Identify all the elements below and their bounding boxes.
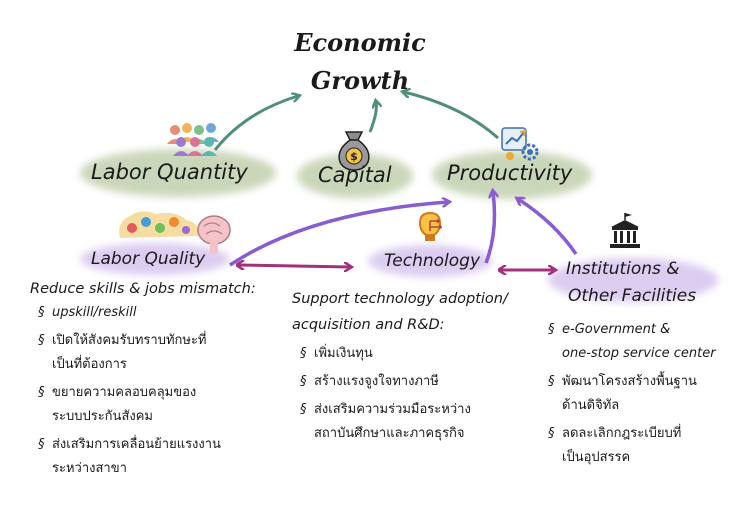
people-group-icon <box>167 123 219 156</box>
labor-quality-policy-box: Reduce skills & jobs mismatch: § upskill/… <box>30 281 280 485</box>
technology-item-line1: สร้างแรงจูงใจทางภาษี <box>314 374 439 389</box>
arrow-labor-quality-to-productivity <box>229 202 448 267</box>
arrow-productivity-to-growth <box>404 92 499 140</box>
capital-wash <box>297 154 413 198</box>
institutions-item-line1: พัฒนาโครงสร้างพื้นฐาน <box>562 374 697 389</box>
arrow-labor-quality-technology <box>238 265 350 267</box>
money-bag-icon: $ <box>338 131 370 171</box>
bullet-icon: § <box>548 322 555 337</box>
arrow-capital-to-growth <box>368 102 376 133</box>
economic-growth-title: Economic Growth <box>285 24 435 100</box>
title-line2: Growth <box>310 66 410 95</box>
labor-quality-list: § upskill/reskill § เปิดให้สังคมรับทราบทักษ… <box>30 301 280 481</box>
productivity-wash <box>432 151 592 199</box>
arrow-labor-quantity-to-growth <box>213 96 298 151</box>
technology-policy-box: Support technology adoption/ acquisition… <box>292 286 552 450</box>
labor-quality-item: § เปิดให้สังคมรับทราบทักษะที่เป็นที่ต้องก… <box>38 329 280 377</box>
institutions-label-line2: Other Facilities <box>568 286 697 306</box>
bullet-icon: § <box>300 402 307 417</box>
labor-quantity-wash <box>80 149 276 197</box>
labor-quality-item-line1: เปิดให้สังคมรับทราบทักษะที่ <box>52 333 207 348</box>
labor-quality-wash <box>80 243 230 275</box>
technology-label: Technology <box>384 251 481 271</box>
institutions-item-line2: เป็นอุปสรรค <box>562 450 631 465</box>
technology-item-line2: สถาบันศึกษาและภาคธุรกิจ <box>314 426 465 441</box>
title-line1: Economic <box>294 28 426 57</box>
technology-item: § เพิ่มเงินทุน <box>300 342 552 366</box>
labor-quality-label: Labor Quality <box>91 249 206 269</box>
institutions-item-line1: e-Government & <box>562 322 671 337</box>
labor-quality-item: § upskill/reskill <box>38 301 280 325</box>
bullet-icon: § <box>548 426 555 441</box>
labor-quality-heading: Reduce skills & jobs mismatch: <box>30 281 256 297</box>
institutions-label: Institutions & Other Facilities <box>566 256 696 310</box>
technology-wash <box>368 245 492 277</box>
labor-quantity-label: Labor Quantity <box>91 160 248 184</box>
institutions-item-line2: one-stop service center <box>562 346 716 361</box>
bullet-icon: § <box>300 374 307 389</box>
labor-quality-item-line1: ส่งเสริมการเคลื่อนย้ายแรงงาน <box>52 437 221 452</box>
institutions-item: § e-Government & one-stop service center <box>548 318 738 366</box>
technology-heading-line2: acquisition and R&D: <box>292 317 445 333</box>
technology-heading-line1: Support technology adoption/ <box>292 291 508 307</box>
bullet-icon: § <box>38 437 45 452</box>
productivity-gear-icon <box>501 127 539 161</box>
labor-quality-item: § ส่งเสริมการเคลื่อนย้ายแรงงานระหว่างสาขา <box>38 433 280 481</box>
institutions-wash <box>548 258 718 302</box>
labor-quality-item-line2: ระบบประกันสังคม <box>52 409 153 424</box>
bullet-icon: § <box>548 374 555 389</box>
brain-learning-icon <box>119 211 231 254</box>
institutions-item-line2: ด้านดิจิทัล <box>562 398 620 413</box>
institutions-item: § ลดละเลิกกฎระเบียบที่เป็นอุปสรรค <box>548 422 738 470</box>
technology-list: § เพิ่มเงินทุน § สร้างแรงจูงใจทางภาษี § ส่งเส… <box>292 342 552 446</box>
bullet-icon: § <box>38 305 45 320</box>
technology-item: § สร้างแรงจูงใจทางภาษี <box>300 370 552 394</box>
government-building-icon <box>610 213 640 248</box>
svg-text:$: $ <box>350 150 358 163</box>
bullet-icon: § <box>38 385 45 400</box>
labor-quality-item: § ขยายความคลอบคลุมของระบบประกันสังคม <box>38 381 280 429</box>
lightbulb-circuit-icon <box>418 211 442 241</box>
technology-item-line1: เพิ่มเงินทุน <box>314 346 373 361</box>
bullet-icon: § <box>300 346 307 361</box>
labor-quality-item-line2: ระหว่างสาขา <box>52 461 127 476</box>
institutions-item-line1: ลดละเลิกกฎระเบียบที่ <box>562 426 682 441</box>
labor-quality-item-line2: เป็นที่ต้องการ <box>52 357 127 372</box>
labor-quality-item-line1: upskill/reskill <box>52 305 137 320</box>
capital-label: Capital <box>318 163 392 187</box>
labor-quality-item-line1: ขยายความคลอบคลุมของ <box>52 385 197 400</box>
technology-item-line1: ส่งเสริมความร่วมมือระหว่าง <box>314 402 471 417</box>
institutions-list: § e-Government & one-stop service center § พ… <box>548 318 738 470</box>
institutions-item: § พัฒนาโครงสร้างพื้นฐานด้านดิจิทัล <box>548 370 738 418</box>
arrow-institutions-to-productivity <box>518 199 578 255</box>
institutions-policy-box: § e-Government & one-stop service center § พ… <box>548 318 738 474</box>
arrow-technology-to-productivity <box>484 192 494 264</box>
institutions-label-line1: Institutions & <box>566 259 680 279</box>
technology-item: § ส่งเสริมความร่วมมือระหว่างสถาบันศึกษาแล… <box>300 398 552 446</box>
bullet-icon: § <box>38 333 45 348</box>
productivity-label: Productivity <box>447 161 573 185</box>
